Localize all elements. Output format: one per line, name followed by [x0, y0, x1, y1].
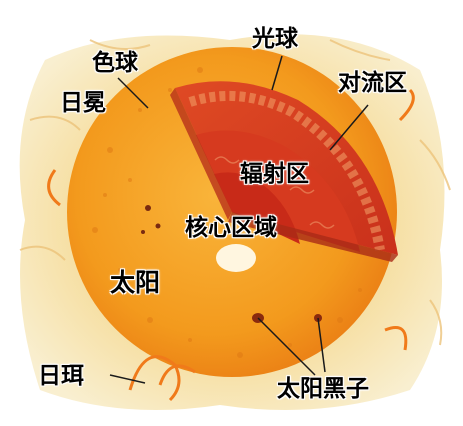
label-hexinquyu: 核心区域 — [185, 217, 277, 240]
label-duiliuqu: 对流区 — [338, 72, 407, 95]
label-taiyang: 太阳 — [110, 270, 160, 295]
label-fusheqqu: 辐射区 — [240, 163, 309, 186]
label-rimian: 日冕 — [60, 92, 106, 115]
label-guangqiu: 光球 — [252, 28, 298, 51]
label-seqiu: 色球 — [92, 52, 138, 75]
label-rier: 日珥 — [38, 365, 84, 388]
label-taiyangheizi: 太阳黑子 — [277, 378, 369, 401]
core-center — [216, 244, 256, 272]
